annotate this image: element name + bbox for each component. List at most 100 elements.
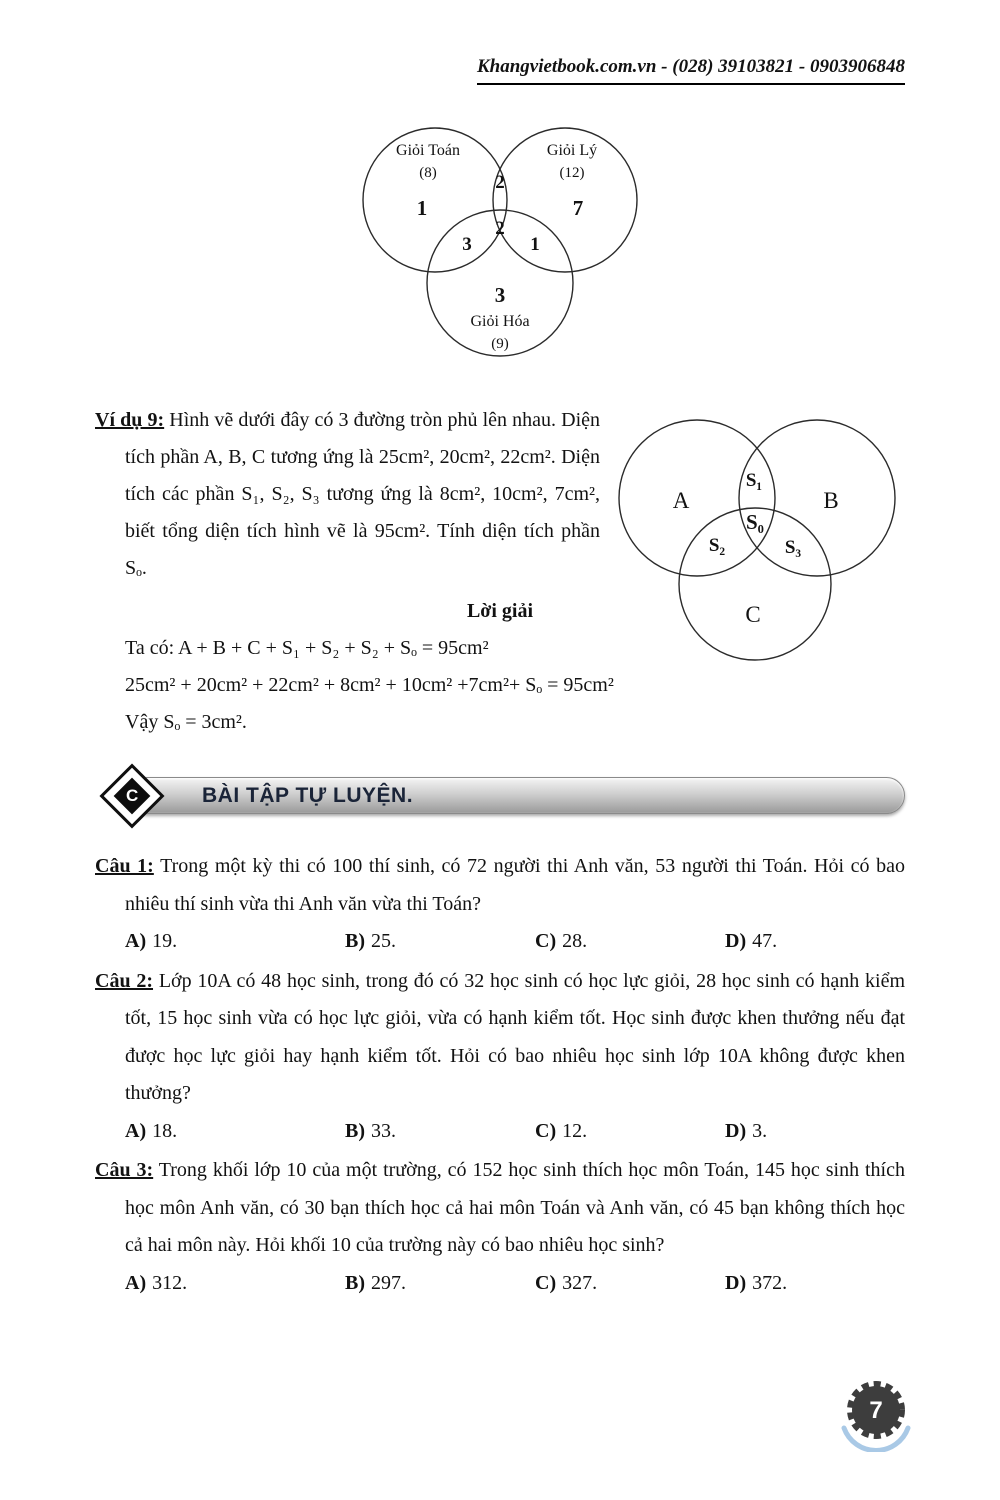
answer-option-d: D)3. (725, 1113, 905, 1151)
answer-key: C) (535, 1271, 557, 1294)
answers-row: A)18. B) 33. C)12. D)3. (95, 1113, 905, 1151)
value-ly-only: 7 (573, 196, 584, 220)
answer-option-b: B) 297. (345, 1265, 535, 1303)
answer-option-a: A)19. (125, 923, 345, 961)
section-marker-diamond: C (99, 763, 165, 829)
question-block-2: Câu 2: Lớp 10A có 48 học sinh, trong đó … (95, 963, 905, 1151)
label-region-s3: S₃ (785, 537, 802, 558)
question-text-3: Câu 3: Trong khối lớp 10 của một trường,… (95, 1152, 905, 1265)
count-gioi-ly: (12) (560, 165, 585, 181)
answer-option-b: B) 25. (345, 923, 535, 961)
example-body: Hình vẽ dưới đây có 3 đường tròn phủ lên… (125, 409, 601, 579)
question-text-2: Câu 2: Lớp 10A có 48 học sinh, trong đó … (95, 963, 905, 1113)
header-citation: Khangvietbook.com.vn - (028) 39103821 - … (476, 56, 905, 85)
count-gioi-hoa: (9) (491, 336, 509, 352)
example-9-section: Ví dụ 9: Hình vẽ dưới đây có 3 đường trò… (95, 402, 905, 741)
diamond-inner: C (113, 777, 151, 815)
label-region-c: C (745, 602, 760, 627)
label-region-a: A (673, 488, 690, 513)
solution-line: Vậy Sₒ = 3cm². (125, 711, 247, 733)
page-number-badge: 7 (836, 1372, 916, 1454)
answer-value: 47. (752, 930, 778, 952)
arc-decoration (841, 1425, 911, 1454)
answer-option-d: D)372. (725, 1265, 905, 1303)
example-paragraph: Ví dụ 9: Hình vẽ dưới đây có 3 đường trò… (95, 402, 600, 587)
value-toan-ly: 2 (495, 172, 505, 193)
answer-option-b: B) 33. (345, 1113, 535, 1151)
answer-key: D) (725, 1271, 747, 1294)
answer-key: C) (535, 930, 557, 952)
question-list: Câu 1: Trong một kỳ thi có 100 thí sinh,… (95, 848, 905, 1304)
answer-key: D) (725, 930, 747, 952)
circle-gioi-hoa (426, 209, 574, 357)
venn-diagram-example: A B C S₁ S₀ S₂ S₃ (617, 398, 907, 669)
label-region-s0: S₀ (746, 510, 764, 534)
question-block-3: Câu 3: Trong khối lớp 10 của một trường,… (95, 1152, 905, 1302)
question-label: Câu 3: (95, 1159, 154, 1181)
answer-value: 33. (371, 1119, 396, 1142)
value-toan-only: 1 (417, 196, 428, 220)
answer-key: B) (345, 930, 365, 952)
circle-gioi-toan (362, 127, 508, 273)
answer-key: C) (535, 1119, 557, 1142)
answer-value: 28. (562, 930, 588, 952)
label-gioi-toan: Giỏi Toán (396, 142, 460, 159)
label-region-s2: S₂ (709, 535, 726, 556)
circle-gioi-ly (492, 127, 638, 273)
solution-lines: Ta có: A + B + C + S₁ + S₂ + S₂ + Sₒ = 9… (95, 630, 905, 741)
solution-line: Ta có: A + B + C + S₁ + S₂ + S₂ + Sₒ = 9… (125, 637, 489, 659)
label-gioi-ly: Giỏi Lý (547, 142, 597, 159)
solution-line: 25cm² + 20cm² + 22cm² + 8cm² + 10cm² +7c… (125, 674, 614, 696)
circle-c (678, 507, 832, 661)
question-body: Trong một kỳ thi có 100 thí sinh, có 72 … (125, 855, 905, 915)
question-block-1: Câu 1: Trong một kỳ thi có 100 thí sinh,… (95, 848, 905, 961)
label-gioi-hoa: Giỏi Hóa (470, 313, 529, 330)
answer-option-c: C)12. (535, 1113, 725, 1151)
solution-title: Lời giải (466, 600, 534, 622)
answer-option-c: C)28. (535, 923, 725, 961)
answer-value: 312. (152, 1271, 188, 1294)
answer-key: A) (125, 930, 147, 952)
value-center: 2 (495, 218, 505, 239)
value-hoa-only: 3 (495, 283, 506, 307)
gear-icon (847, 1381, 905, 1439)
label-region-s1: S₁ (746, 470, 762, 491)
answer-value: 12. (562, 1119, 588, 1142)
question-body: Trong khối lớp 10 của một trường, có 152… (125, 1159, 905, 1256)
venn-diagram-top: Giỏi Toán (8) 1 Giỏi Lý (12) 7 2 2 3 1 3… (340, 110, 660, 375)
section-title-bar: BÀI TẬP TỰ LUYỆN. (139, 777, 905, 814)
answer-value: 297. (371, 1271, 406, 1294)
answer-option-d: D)47. (725, 923, 905, 961)
answer-value: 25. (371, 930, 396, 952)
answer-value: 372. (752, 1271, 788, 1294)
question-label: Câu 1: (95, 855, 154, 877)
value-toan-hoa: 3 (462, 234, 472, 255)
answer-value: 18. (152, 1119, 178, 1142)
answers-row: A)312. B) 297. C)327. D)372. (95, 1265, 905, 1303)
answer-option-c: C)327. (535, 1265, 725, 1303)
answer-value: 19. (152, 930, 178, 952)
section-header: BÀI TẬP TỰ LUYỆN. C (95, 763, 905, 829)
answer-key: A) (125, 1119, 147, 1142)
answer-key: A) (125, 1271, 147, 1294)
answer-key: B) (345, 1271, 365, 1294)
answers-row: A)19. B) 25. C)28. D)47. (95, 923, 905, 961)
question-label: Câu 2: (95, 969, 154, 992)
count-gioi-toan: (8) (419, 165, 437, 181)
answer-option-a: A)18. (125, 1113, 345, 1151)
answer-value: 3. (752, 1119, 768, 1142)
label-region-b: B (823, 488, 838, 513)
section-letter: C (125, 786, 139, 805)
answer-key: B) (345, 1119, 365, 1142)
circle-b (738, 419, 896, 577)
answer-key: D) (725, 1119, 747, 1142)
answer-option-a: A)312. (125, 1265, 345, 1303)
question-text-1: Câu 1: Trong một kỳ thi có 100 thí sinh,… (95, 848, 905, 923)
example-label: Ví dụ 9: (95, 409, 165, 431)
answer-value: 327. (562, 1271, 598, 1294)
value-ly-hoa: 1 (530, 234, 540, 255)
page-header: Khangvietbook.com.vn - (028) 39103821 - … (95, 56, 905, 85)
question-body: Lớp 10A có 48 học sinh, trong đó có 32 h… (125, 969, 906, 1105)
circle-a (618, 419, 776, 577)
